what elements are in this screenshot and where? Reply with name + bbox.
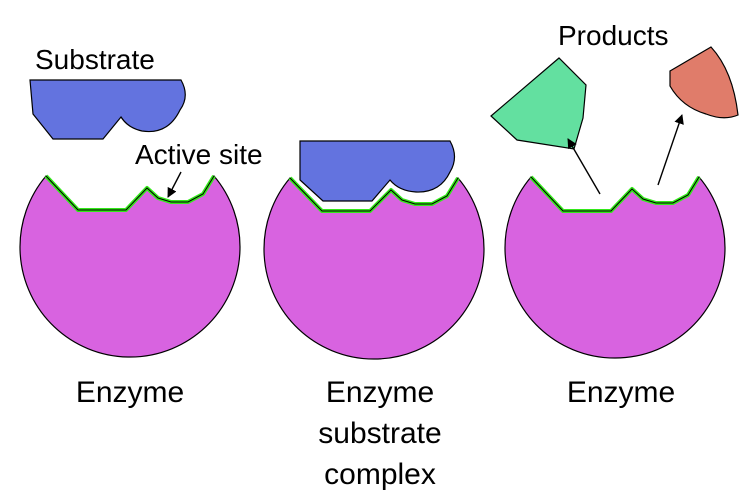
complex-label-line1: Enzyme [326,376,434,409]
substrate-bound [299,140,456,202]
complex-label-line3: complex [324,458,436,491]
product-left-arrow [567,138,601,195]
enzyme-left-site-outline [45,175,215,211]
substrate-free [29,79,186,140]
product-left [490,57,587,150]
enzyme-right-label: Enzyme [567,376,675,409]
enzyme-right-body [504,175,726,359]
active-site-pointer-arrow [167,171,182,198]
enzyme-middle [263,176,485,360]
product-right [669,46,739,119]
complex-label-line2: substrate [318,417,441,450]
enzyme-left [19,174,241,358]
enzyme-middle-site-outline [289,177,459,212]
enzyme-left-label: Enzyme [76,376,184,409]
active-site-label: Active site [135,139,263,170]
enzyme-right-site-outline [530,176,700,212]
enzyme-right [504,175,726,359]
products-label: Products [558,20,669,51]
enzyme-middle-body [263,176,485,360]
enzyme-left-body [19,174,241,358]
product-right-arrow [657,114,684,186]
substrate-label: Substrate [35,44,155,75]
